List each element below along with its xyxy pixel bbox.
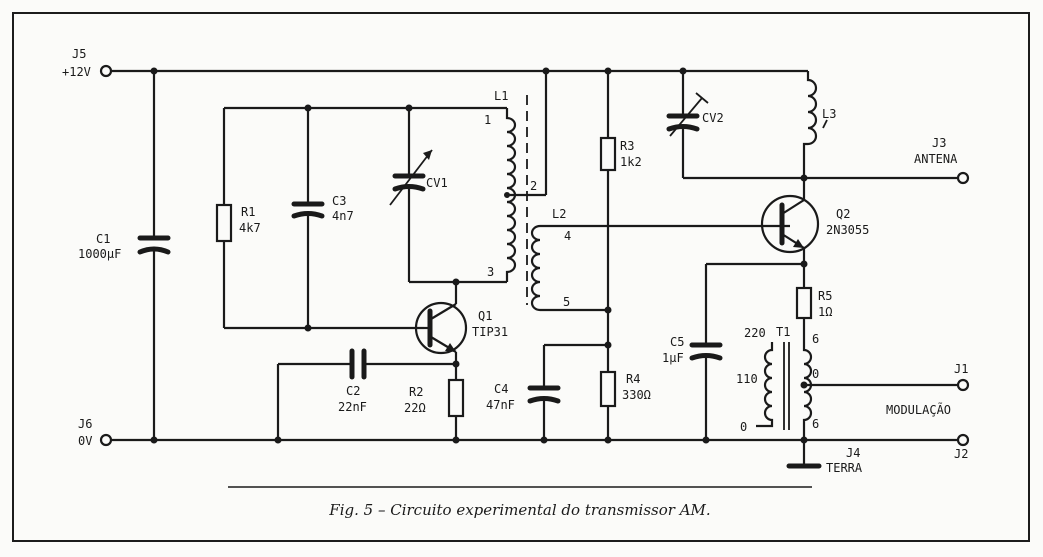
label-j6: J6	[78, 417, 92, 431]
label-pin-1: 1	[484, 113, 491, 127]
figure-caption: Fig. 5 – Circuito experimental do transm…	[328, 501, 710, 519]
label-c5: C5	[670, 335, 684, 349]
terminal-j6[interactable]	[99, 433, 113, 447]
label-c3-value: 4n7	[332, 209, 354, 223]
label-0v: 0V	[78, 434, 92, 448]
node	[702, 436, 710, 444]
resistor-r3	[599, 136, 617, 172]
transistor-q1	[414, 301, 468, 355]
label-r5: R5	[818, 289, 832, 303]
label-c1: C1	[96, 232, 110, 246]
resistor-r2	[447, 378, 465, 418]
label-j4: J4	[846, 446, 860, 460]
label-pin-2: 2	[530, 179, 537, 193]
terminal-j2[interactable]	[956, 433, 970, 447]
resistor-r4	[599, 370, 617, 408]
cv1-plate-bottom	[392, 184, 426, 192]
label-l2: L2	[552, 207, 566, 221]
label-t1: T1	[776, 325, 790, 339]
label-l3: L3	[822, 107, 836, 121]
label-q2-value: 2N3055	[826, 223, 869, 237]
label-antena: ANTENA	[914, 152, 958, 166]
cv2-trimmer-tee	[695, 92, 709, 104]
node	[604, 306, 612, 314]
label-r2-value: 22Ω	[404, 401, 426, 415]
label-r1-value: 4k7	[239, 221, 261, 235]
q1-emitter-arrow-icon	[445, 343, 456, 352]
label-12v: +12V	[62, 65, 91, 79]
node	[274, 436, 282, 444]
q2-emitter-arrow-icon	[793, 239, 804, 248]
node	[604, 436, 612, 444]
label-q1-value: TIP31	[472, 325, 508, 339]
c1-plate-bottom	[137, 246, 171, 255]
label-t1-0-secondary: 0	[812, 367, 819, 381]
label-r3: R3	[620, 139, 634, 153]
node	[452, 436, 460, 444]
c4-plate-bottom	[527, 396, 561, 404]
label-cv2: CV2	[702, 111, 724, 125]
label-r3-value: 1k2	[620, 155, 642, 169]
label-q2: Q2	[836, 207, 850, 221]
label-j3: J3	[932, 136, 946, 150]
c3-plate-bottom	[291, 211, 325, 219]
l3-mark	[822, 119, 828, 129]
resistor-r1	[215, 203, 233, 243]
node	[150, 67, 158, 75]
terminal-j3-antenna[interactable]	[956, 171, 970, 185]
coil-l2	[530, 224, 608, 312]
transformer-t1-primary	[756, 342, 774, 428]
arrow-head-icon	[423, 150, 432, 160]
node	[604, 67, 612, 75]
label-terra: TERRA	[826, 461, 863, 475]
terminal-j1[interactable]	[956, 378, 970, 392]
figure-frame	[12, 12, 1030, 542]
resistor-r5	[795, 286, 813, 320]
label-r5-value: 1Ω	[818, 305, 832, 319]
c5-plate-bottom	[689, 353, 723, 361]
cv2-trimmer-line	[669, 97, 703, 137]
label-pin-4: 4	[564, 229, 571, 243]
transistor-q2	[760, 194, 820, 254]
coil-l3	[802, 71, 818, 178]
q1-collector-lead	[430, 303, 457, 320]
label-r2: R2	[409, 385, 423, 399]
label-cv1: CV1	[426, 176, 448, 190]
label-pin-5: 5	[563, 295, 570, 309]
label-j5: J5	[72, 47, 86, 61]
label-c3: C3	[332, 194, 346, 208]
label-c2: C2	[346, 384, 360, 398]
terminal-j5[interactable]	[99, 64, 113, 78]
label-r4-value: 330Ω	[622, 388, 651, 402]
label-t1-6-bottom: 6	[812, 417, 819, 431]
label-c4-value: 47nF	[486, 398, 515, 412]
label-pin-3: 3	[487, 265, 494, 279]
node	[540, 436, 548, 444]
q2-collector-lead	[781, 199, 805, 215]
label-l1: L1	[494, 89, 508, 103]
label-j2: J2	[954, 447, 968, 461]
label-q1: Q1	[478, 309, 492, 323]
transformer-t1-secondary	[802, 342, 813, 440]
label-c4: C4	[494, 382, 508, 396]
label-t1-0-primary: 0	[740, 420, 747, 434]
label-t1-6-top: 6	[812, 332, 819, 346]
label-t1-220: 220	[744, 326, 766, 340]
node	[150, 436, 158, 444]
cv2-plate-bottom	[666, 124, 700, 132]
label-t1-110: 110	[736, 372, 758, 386]
node	[542, 67, 550, 75]
label-c5-value: 1µF	[662, 351, 684, 365]
label-c2-value: 22nF	[338, 400, 367, 414]
label-c1-value: 1000µF	[78, 247, 121, 261]
cv1-variable-arrow	[389, 149, 433, 206]
label-j1: J1	[954, 362, 968, 376]
label-r4: R4	[626, 372, 640, 386]
label-r1: R1	[241, 205, 255, 219]
label-modulacao: MODULAÇÃO	[886, 402, 951, 417]
node	[304, 324, 312, 332]
